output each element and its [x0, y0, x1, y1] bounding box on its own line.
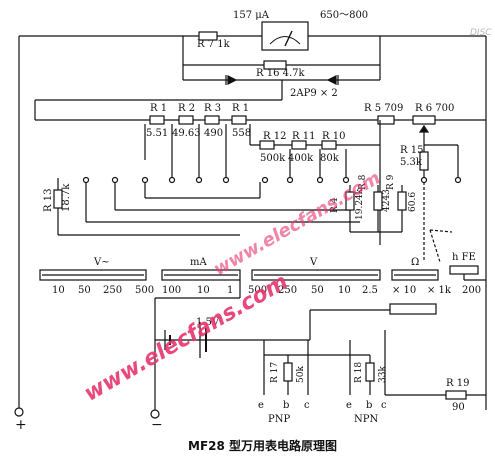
minus-terminal-label: − [151, 417, 163, 433]
r11-resistor [291, 140, 307, 150]
npn-pin-b: b [366, 400, 373, 411]
r10-label: R 10 [322, 131, 346, 142]
plus-terminal-label: + [15, 417, 27, 433]
r1-value: 5.51 [146, 128, 169, 139]
r12-resistor [259, 140, 275, 150]
r15-label: R 15 [400, 145, 424, 156]
ma-tick: 10 [197, 285, 210, 296]
v-ac-tick: 50 [78, 285, 91, 296]
r3-resistor [204, 115, 220, 125]
scale-hfe [449, 265, 479, 275]
ma-tick: 100 [162, 285, 182, 296]
v-ac-tick: 10 [52, 285, 65, 296]
r2-value: 49.63 [172, 128, 201, 139]
scale-ohm-label: Ω [411, 257, 420, 268]
r9-resistor [397, 191, 407, 211]
r19-label: R 19 [446, 378, 470, 389]
r1-label: R 1 [150, 103, 168, 114]
meter-current-label: 157 μA [233, 10, 269, 21]
r4th-resistor [231, 115, 247, 125]
r15-value: 5.3k [400, 157, 422, 168]
pnp-label: PNP [268, 414, 291, 425]
npn-label: NPN [354, 414, 379, 425]
r16-label: R 16 4.7k [256, 68, 305, 79]
r17-label: R 17 [270, 361, 280, 383]
scale-v-ac-label: V~ [94, 257, 110, 268]
r9-label: R 9 [386, 174, 396, 190]
pnp-pin-b: b [283, 400, 290, 411]
ohm-tick: × 1k [427, 285, 451, 296]
r12-value: 500k [260, 153, 286, 164]
pnp-pin-e: e [258, 400, 264, 411]
v-dc-tick: 50 [311, 285, 324, 296]
diagram-title: MF28 型万用表电路原理图 [188, 439, 338, 453]
r17-resistor [283, 362, 293, 382]
meter-resistance-label: 650～800 [320, 10, 369, 21]
r5-resistor [377, 115, 395, 125]
r15-resistor [419, 151, 429, 171]
r11-value: 400k [288, 153, 314, 164]
v-dc-tick: 2.5 [362, 285, 378, 296]
scale-v-dc-label: V [310, 257, 318, 268]
r1-resistor [149, 115, 165, 125]
r9-value: 60.6 [408, 191, 418, 212]
r18-label: R 18 [354, 361, 364, 383]
r10-value: 80k [320, 153, 339, 164]
pnp-pin-c: c [304, 400, 310, 411]
r10-resistor [321, 140, 337, 150]
v-ac-tick: 500 [135, 285, 155, 296]
r13-label: R 13 [43, 188, 54, 212]
r19-resistor [445, 390, 467, 400]
r-4th-label: R 1 [232, 103, 250, 114]
r3-label: R 3 [204, 103, 222, 114]
r8-value: 4243 [382, 189, 392, 212]
r13-resistor [53, 189, 63, 209]
diodes-label: 2AP9 × 2 [290, 88, 338, 99]
v-dc-tick: 10 [338, 285, 351, 296]
r5-label: R 5 709 [364, 103, 404, 114]
r17-value: 50k [296, 366, 306, 383]
r6-label: R 6 700 [415, 103, 455, 114]
r13-value: 18.7k [61, 183, 72, 212]
v-dc-tick: 250 [278, 285, 298, 296]
r2-label: R 2 [178, 103, 196, 114]
scale-ma-label: mA [190, 257, 207, 268]
v-ac-tick: 250 [103, 285, 123, 296]
r18-resistor [365, 362, 375, 382]
r11-label: R 11 [292, 131, 316, 142]
r6-potentiometer [412, 115, 436, 125]
ma-tick: 1 [227, 285, 234, 296]
terminal-minus [150, 409, 160, 419]
r3-value: 490 [204, 128, 224, 139]
r2-resistor [178, 115, 194, 125]
corner-watermark: DISC [470, 28, 492, 38]
terminal-plus [14, 407, 24, 417]
hfe-tick: 200 [462, 285, 482, 296]
r18-value: 33k [378, 366, 388, 383]
diode-right [326, 75, 337, 85]
v-dc-tick: 500 [248, 285, 268, 296]
meter-needle [284, 30, 293, 47]
r-4th-value: 558 [232, 128, 252, 139]
ohm-tick: × 10 [392, 285, 417, 296]
r19-value: 90 [452, 402, 465, 413]
r7-resistor [198, 31, 218, 41]
npn-pin-e: e [346, 400, 352, 411]
r12-label: R 12 [263, 131, 287, 142]
npn-pin-c: c [381, 400, 387, 411]
battery-label: 1.5V [196, 317, 220, 328]
r4-resistor [345, 191, 355, 211]
diode-left [227, 75, 238, 85]
r7-label: R 7 1k [197, 39, 230, 50]
r8-resistor [373, 191, 383, 211]
scale-hfe-label: h FE [452, 252, 476, 263]
r16-resistor [263, 60, 287, 70]
